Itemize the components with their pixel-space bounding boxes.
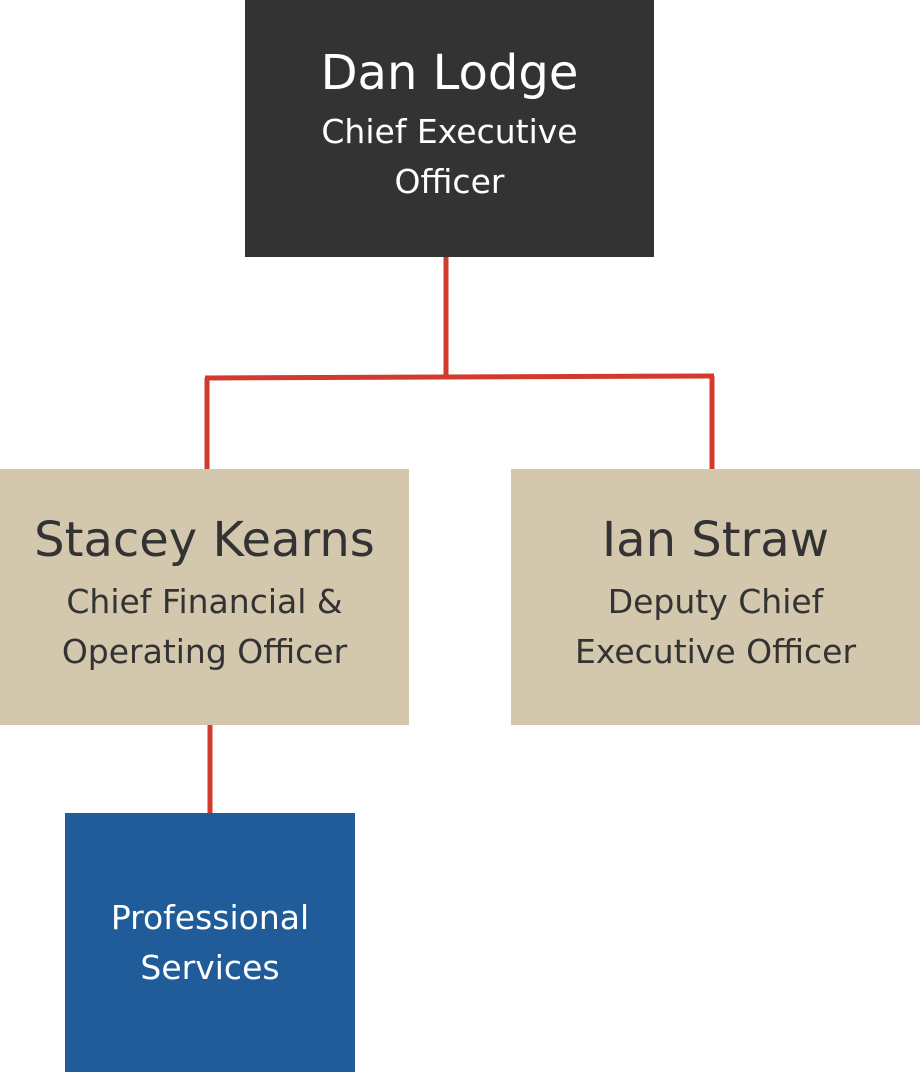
- deputy-ceo-box: Ian Straw Deputy Chief Executive Officer: [511, 469, 920, 725]
- department-box: Professional Services: [65, 813, 355, 1072]
- deputy-ceo-name: Ian Straw: [602, 512, 829, 569]
- ceo-box: Dan Lodge Chief Executive Officer: [245, 0, 654, 257]
- ceo-role: Chief Executive Officer: [321, 112, 578, 202]
- connector-horizontal: [204, 373, 715, 381]
- cfo-box: Stacey Kearns Chief Financial & Operatin…: [0, 469, 409, 725]
- cfo-name: Stacey Kearns: [34, 512, 375, 569]
- cfo-role: Chief Financial & Operating Officer: [61, 581, 348, 671]
- deputy-ceo-role: Deputy Chief Executive Officer: [574, 581, 857, 671]
- ceo-name: Dan Lodge: [320, 44, 579, 101]
- department-label: Professional Services: [110, 897, 310, 987]
